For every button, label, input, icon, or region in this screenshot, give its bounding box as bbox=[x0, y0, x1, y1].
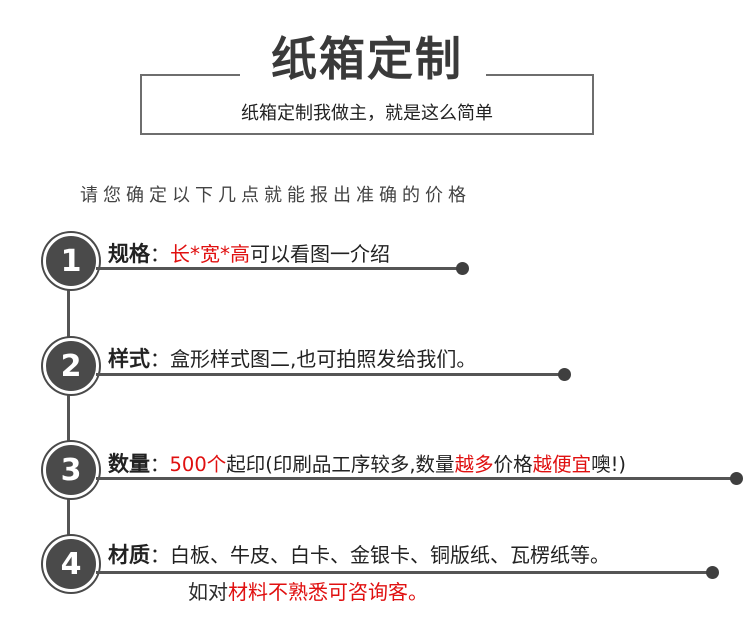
step-part-3-1: 起印(印刷品工序较多,数量 bbox=[226, 453, 455, 476]
step-dot-4 bbox=[706, 566, 719, 579]
step-dot-1 bbox=[456, 262, 469, 275]
step-part-3-2: 越多 bbox=[454, 453, 494, 476]
step-colon-3: ： bbox=[150, 453, 170, 476]
step-part-3-5: 噢!) bbox=[591, 453, 627, 476]
step-row-2: 样式：盒形样式图二,也可拍照发给我们。 bbox=[108, 345, 476, 373]
step-colon-4: ： bbox=[150, 543, 170, 567]
step-colon-1: ： bbox=[150, 242, 170, 266]
timeline-connector bbox=[67, 258, 70, 563]
step-row-1: 规格：长*宽*高可以看图一介绍 bbox=[108, 240, 390, 268]
title-frame bbox=[140, 74, 594, 135]
step-part-3-3: 价格 bbox=[493, 453, 533, 476]
step-label-2: 样式 bbox=[108, 347, 150, 371]
step-underline-2 bbox=[96, 373, 566, 376]
step-part-1-1: 可以看图一介绍 bbox=[250, 242, 390, 266]
step-part-2-0: 盒形样式图二,也可拍照发给我们。 bbox=[170, 347, 477, 371]
step-underline-4 bbox=[96, 571, 714, 574]
step-part-4-0: 白板、牛皮、白卡、金银卡、铜版纸、瓦楞纸等。 bbox=[170, 543, 610, 567]
step-part-1-0: 长*宽*高 bbox=[170, 242, 250, 266]
step-badge-3: 3 bbox=[43, 442, 99, 498]
step-underline-3 bbox=[96, 477, 736, 480]
step-badge-2: 2 bbox=[43, 338, 99, 394]
title-line-right bbox=[486, 74, 594, 76]
intro-text: 请您确定以下几点就能报出准确的价格 bbox=[80, 185, 471, 206]
step-label-4: 材质 bbox=[108, 543, 150, 567]
step-part-3-4: 越便宜 bbox=[532, 453, 592, 476]
step-row-4: 材质：白板、牛皮、白卡、金银卡、铜版纸、瓦楞纸等。 bbox=[108, 541, 610, 569]
step-dot-3 bbox=[730, 472, 743, 485]
step-colon-2: ： bbox=[150, 347, 170, 371]
step-badge-4: 4 bbox=[43, 536, 99, 592]
step-badge-1: 1 bbox=[43, 233, 99, 289]
step-part-4-line2-1: 材料不熟悉可咨询客。 bbox=[228, 580, 428, 604]
page-title: 纸箱定制 bbox=[271, 32, 463, 86]
step-row-3: 数量：500个起印(印刷品工序较多,数量越多价格越便宜噢!) bbox=[108, 450, 626, 479]
step-label-1: 规格 bbox=[108, 242, 150, 266]
step-underline-1 bbox=[96, 267, 462, 270]
step-part-4-line2-0: 如对 bbox=[188, 580, 228, 604]
step-label-3: 数量 bbox=[108, 452, 150, 476]
step-part-3-0: 500个 bbox=[169, 453, 227, 476]
title-line-left bbox=[140, 74, 240, 76]
step-dot-2 bbox=[558, 368, 571, 381]
step-row-4-second-line: 如对材料不熟悉可咨询客。 bbox=[188, 578, 428, 606]
page-subtitle: 纸箱定制我做主，就是这么简单 bbox=[241, 103, 493, 124]
